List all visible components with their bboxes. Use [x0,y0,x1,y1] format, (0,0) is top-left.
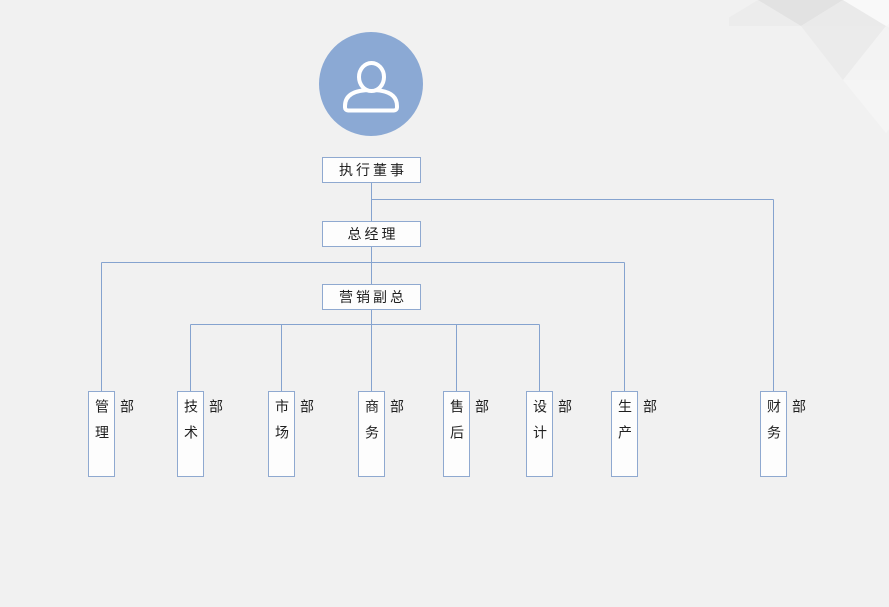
person-icon [343,61,399,113]
node-dept-design[interactable]: 设计部 [526,391,573,477]
node-marketing-vp[interactable]: 营销副总 [322,284,421,310]
corner-triangle-decoration [729,0,889,133]
node-dept-production[interactable]: 生产部 [611,391,658,477]
node-label: 市场部 [274,399,315,451]
node-dept-aftersales[interactable]: 售后部 [443,391,490,477]
node-label: 生产部 [617,399,658,451]
node-label: 营销副总 [339,289,407,305]
avatar[interactable] [319,32,423,136]
node-label: 售后部 [449,399,490,451]
node-general-manager[interactable]: 总经理 [322,221,421,247]
node-dept-business[interactable]: 商务部 [358,391,405,477]
node-label: 执行董事 [339,162,407,178]
node-dept-technology[interactable]: 技术部 [177,391,224,477]
node-label: 设计部 [532,399,573,451]
node-label: 财务部 [766,399,807,451]
node-executive-director[interactable]: 执行董事 [322,157,421,183]
node-dept-finance[interactable]: 财务部 [760,391,807,477]
node-dept-management[interactable]: 管理部 [88,391,135,477]
node-label: 总经理 [347,226,399,242]
node-label: 技术部 [183,399,224,451]
node-label: 商务部 [364,399,405,451]
node-label: 管理部 [94,399,135,451]
node-dept-market[interactable]: 市场部 [268,391,315,477]
